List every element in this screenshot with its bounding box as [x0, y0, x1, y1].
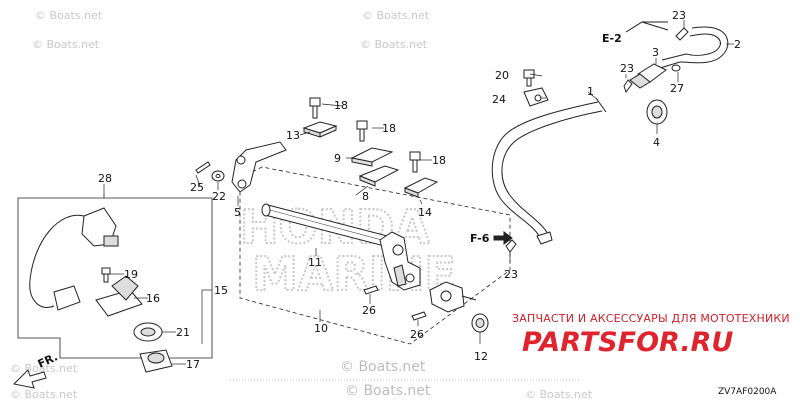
clip-23-lower	[505, 239, 517, 253]
part-number: 12	[474, 350, 488, 363]
clip-23-top	[675, 27, 689, 41]
clip-27	[671, 64, 681, 72]
part-number: 1	[587, 85, 594, 98]
part-number: 18	[432, 154, 446, 167]
neutral-switch	[29, 207, 119, 311]
part-number: 5	[234, 206, 241, 219]
shaft-box	[239, 166, 511, 345]
pin-26-group	[363, 285, 427, 321]
diagram-code: ZV7AF0200A	[718, 387, 777, 397]
screw-19	[101, 267, 111, 283]
brand-watermark-line2: MARINE	[252, 247, 456, 301]
ad-tagline: ЗАПЧАСТИ И АКСЕССУАРЫ ДЛЯ МОТОТЕХНИКИ	[512, 312, 790, 325]
bracket-14	[403, 177, 439, 198]
part-number: 11	[308, 256, 322, 269]
part-number: 23	[672, 9, 686, 22]
part-number: 14	[418, 206, 432, 219]
ref-label-e2: E-2	[602, 32, 622, 45]
part-number: 23	[620, 62, 634, 75]
cable-end-assembly	[429, 281, 477, 313]
part-number: 4	[653, 136, 660, 149]
part-number: 8	[362, 190, 369, 203]
part-number: 19	[124, 268, 138, 281]
part-number: 13	[286, 129, 300, 142]
clip-23-right	[623, 79, 633, 94]
bolt-20	[523, 69, 535, 87]
bolt-18-group	[309, 97, 421, 173]
watermark-text: © Boats.net	[362, 9, 430, 22]
part-number: 18	[334, 99, 348, 112]
throttle-lever-assembly	[379, 231, 421, 291]
watermark-group: © Boats.net © Boats.net © Boats.net © Bo…	[10, 9, 593, 400]
grommet-4	[646, 99, 668, 125]
bracket-9	[350, 147, 394, 167]
part-number: 20	[495, 69, 509, 82]
ref-label-f6: F-6	[470, 232, 490, 245]
part-number: 15	[214, 284, 228, 297]
watermark-text: © Boats.net	[340, 359, 426, 375]
cap-17	[139, 349, 173, 373]
hose-2	[659, 26, 729, 69]
ref-arrow-f6	[493, 231, 513, 245]
leader-lines	[103, 20, 734, 365]
part-number: 17	[186, 358, 200, 371]
watermark-text: © Boats.net	[35, 9, 103, 22]
watermark-text: © Boats.net	[345, 383, 431, 399]
fuel-filter-3	[629, 63, 667, 89]
watermark-text: © Boats.net	[525, 388, 593, 400]
watermark-text: © Boats.net	[10, 388, 78, 400]
pin-25	[195, 161, 211, 174]
part-number: 26	[362, 304, 376, 317]
watermark-text: © Boats.net	[32, 38, 100, 51]
watermark-text: © Boats.net	[360, 38, 428, 51]
part-number: 21	[176, 326, 190, 339]
fuel-hose	[491, 97, 607, 245]
lever-arm-5	[231, 141, 287, 193]
bracket-13	[302, 121, 338, 138]
part-number: 10	[314, 322, 328, 335]
part-number: 2	[734, 38, 741, 51]
ref-arrow-e2	[625, 21, 669, 33]
switch-holder-16	[95, 275, 143, 317]
part-number: 22	[212, 190, 226, 203]
ring-21	[133, 322, 163, 342]
part-number: 23	[504, 268, 518, 281]
part-number: 25	[190, 181, 204, 194]
part-number: 16	[146, 292, 160, 305]
ad-brand-logo: PARTSFOR.RU	[522, 327, 733, 358]
part-number: 26	[410, 328, 424, 341]
bracket-8	[358, 165, 400, 187]
part-number: 18	[382, 122, 396, 135]
washer-22	[211, 170, 225, 182]
front-arrow	[12, 369, 47, 389]
part-number: 24	[492, 93, 506, 106]
part-number: 28	[98, 172, 112, 185]
part-number: 27	[670, 82, 684, 95]
part-labels: 1 2 3 4 5 8 9 10 11 12 13 14 15 16 17 18…	[98, 9, 741, 371]
switch-kit-frame	[17, 194, 213, 359]
clamp-24	[523, 87, 549, 107]
grommet-12	[471, 313, 489, 333]
part-number: 9	[334, 152, 341, 165]
part-number: 3	[652, 46, 659, 59]
